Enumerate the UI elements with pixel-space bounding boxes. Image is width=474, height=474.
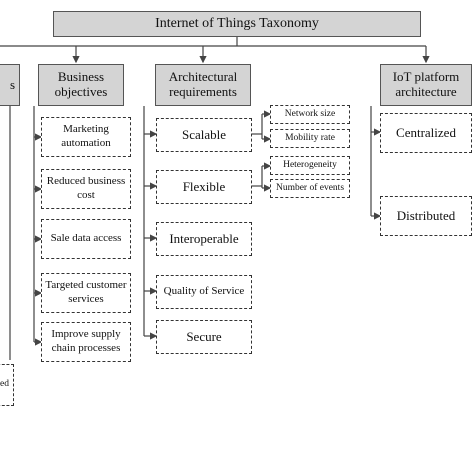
business-objective-item: Sale data access — [41, 219, 131, 259]
flexible-sub-heterogeneity: Heterogeneity — [270, 156, 350, 175]
architectural-requirement-scalable: Scalable — [156, 118, 252, 152]
scalable-sub-mobility-rate: Mobility rate — [270, 129, 350, 148]
left-branch-header: s — [0, 64, 20, 106]
iot-architecture-centralized: Centralized — [380, 113, 472, 153]
business-objective-item: Marketing automation — [41, 117, 131, 157]
left-branch-item: ed — [0, 364, 14, 406]
architectural-requirement-secure: Secure — [156, 320, 252, 354]
scalable-sub-network-size: Network size — [270, 105, 350, 124]
business-objective-item: Improve supply chain processes — [41, 322, 131, 362]
iot-platform-architecture-header: IoT platform architecture — [380, 64, 472, 106]
business-objectives-header: Business objectives — [38, 64, 124, 106]
architectural-requirement-interoperable: Interoperable — [156, 222, 252, 256]
business-objective-item: Targeted customer services — [41, 273, 131, 313]
architectural-requirement-qos: Quality of Service — [156, 275, 252, 309]
business-objective-item: Reduced business cost — [41, 169, 131, 209]
architectural-requirements-header: Architectural requirements — [155, 64, 251, 106]
iot-architecture-distributed: Distributed — [380, 196, 472, 236]
architectural-requirement-flexible: Flexible — [156, 170, 252, 204]
taxonomy-title: Internet of Things Taxonomy — [53, 11, 421, 37]
flexible-sub-number-of-events: Number of events — [270, 179, 350, 198]
